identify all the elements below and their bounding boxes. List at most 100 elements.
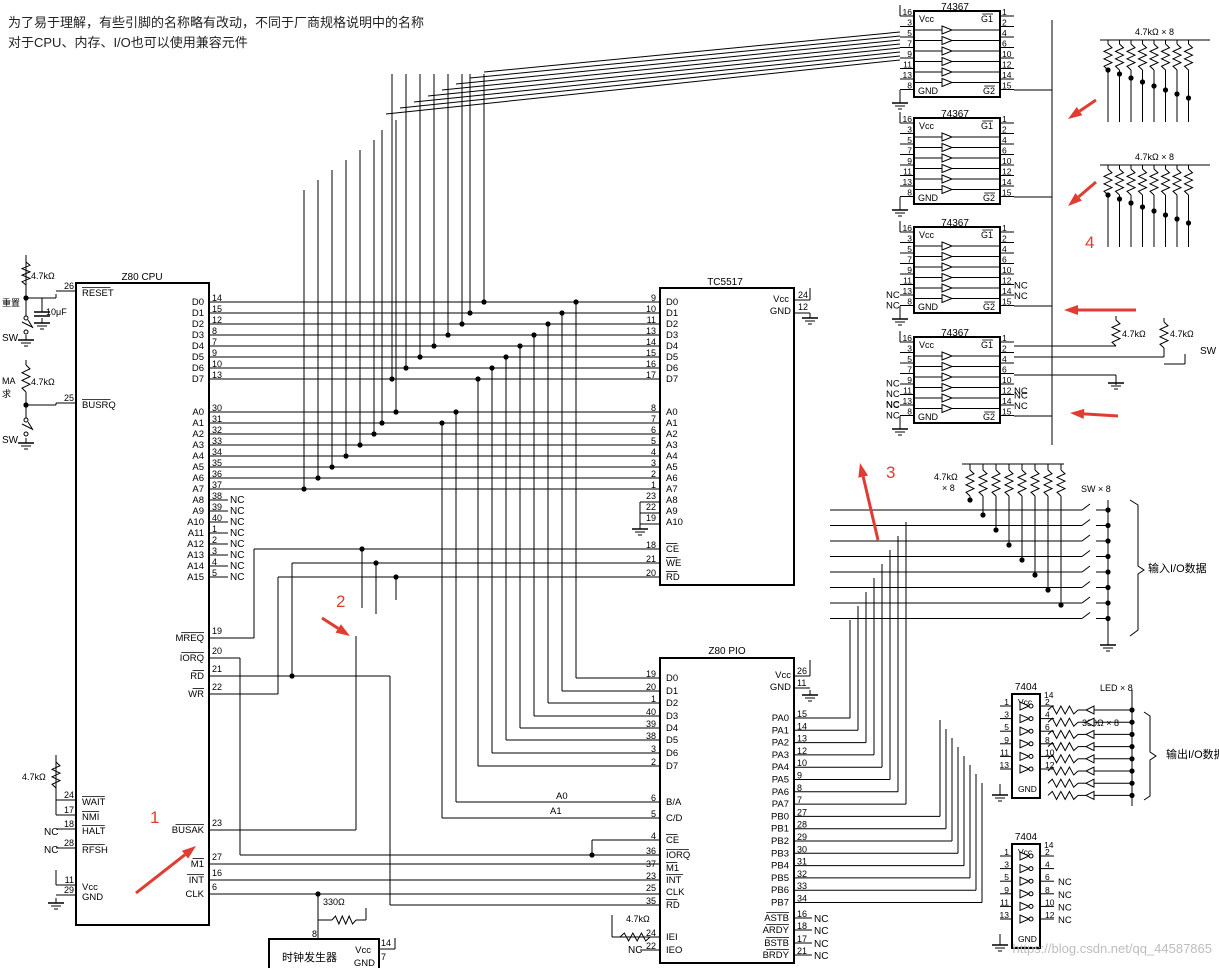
resistor (1114, 43, 1125, 71)
nc-label: NC (1058, 877, 1072, 888)
buffer-pin-number: 2 (1002, 18, 1007, 28)
buffer-pin-number: 3 (907, 125, 912, 135)
cpu-pin-gnd: GND (82, 892, 103, 903)
switch (23, 417, 29, 423)
resistor (1171, 43, 1183, 71)
pio-pin-number: 4 (651, 831, 656, 841)
ram-pin-label: A7 (666, 484, 678, 495)
inverter-pin-number: 9 (1004, 735, 1009, 745)
cpu-pin-number: 7 (212, 337, 217, 347)
nc-label: NC (230, 517, 244, 528)
cpu-pin-number: 33 (212, 436, 222, 446)
ram-pin-label: D0 (666, 297, 678, 308)
switch-label: SW (2, 333, 19, 344)
ram-pin-label: CE (666, 544, 679, 555)
cpu-pin-label: D1 (192, 308, 204, 319)
inverter-gnd: GND (1018, 934, 1037, 944)
bus-label-a1: A1 (550, 806, 562, 817)
ram-pin-number: 4 (651, 447, 656, 457)
inverter-bubble (1028, 716, 1034, 722)
pio-port-label: PA2 (772, 738, 789, 749)
cpu-pin-number: 5 (212, 568, 217, 578)
ram-pin-number: 23 (646, 491, 656, 501)
pio-port-label: PA4 (772, 762, 789, 773)
buffer-pin-number: 9 (907, 49, 912, 59)
junction-dot (1128, 200, 1134, 206)
ram-pin-label: A5 (666, 462, 678, 473)
ram-pin-label: A1 (666, 418, 678, 429)
junction-dot (1058, 602, 1064, 608)
buffer-pin-number: 4 (1002, 354, 1007, 364)
buffer-pin-number: 14 (1002, 70, 1012, 80)
buffer-pin-number: 5 (907, 244, 912, 254)
pio-port-label: PA3 (772, 750, 789, 761)
wire (1081, 534, 1091, 542)
reset-label: 重置 (2, 297, 20, 308)
cpu-pin-label: BUSAK (172, 825, 205, 836)
resistor (1158, 321, 1170, 349)
nc-label: NC (886, 411, 900, 422)
buffer-pin-number: 7 (907, 365, 912, 375)
pio-pin-number: 36 (646, 846, 656, 856)
cpu-pin-label: A7 (192, 484, 204, 495)
cpu-pin-number: 38 (212, 491, 222, 501)
inverter-pin-number: 2 (1045, 847, 1050, 857)
buffer-pin-number: 9 (907, 375, 912, 385)
wire (455, 39, 901, 85)
buffer-vcc: Vcc (919, 14, 935, 24)
buffer-pin-number: 12 (1002, 276, 1012, 286)
resistor-label: 4.7kΩ (1170, 329, 1194, 339)
watermark: https://blog.csdn.net/qq_44587865 (1013, 941, 1213, 956)
pio-pin-number: 9 (797, 771, 802, 781)
led-diode (1084, 766, 1095, 776)
inverter-pin-number: 6 (1045, 722, 1050, 732)
buffer-pin-number: 8 (907, 297, 912, 307)
inverter-pin-number: 14 (1044, 690, 1054, 700)
resistor (1183, 168, 1194, 196)
buffer-pin-number: 13 (903, 396, 913, 406)
wire (441, 43, 901, 91)
red-arrow-shaft (1077, 180, 1097, 199)
cpu-pin-number: 12 (212, 315, 222, 325)
cpu-pin-number: 8 (212, 326, 217, 336)
buffer-g2: G2 (983, 412, 995, 422)
inverter-bubble (1028, 728, 1034, 734)
led-diode (1084, 753, 1095, 764)
buffer-pin-number: 10 (1002, 49, 1012, 59)
pio-pin-number: 39 (646, 719, 656, 729)
nc-label: NC (1058, 902, 1072, 913)
pio-pin-number: 2 (651, 757, 656, 767)
nc-label: NC (1014, 291, 1028, 302)
pio-pin-label: INT (666, 875, 682, 886)
nc-label: NC (886, 400, 900, 411)
switch-label: SW × 8 (1081, 484, 1111, 494)
pio-port-label: PB2 (771, 836, 789, 847)
pio-port-label: BRDY (763, 950, 790, 961)
inverter-pin-number: 13 (1000, 760, 1010, 770)
buffer-pin-number: 3 (907, 18, 912, 28)
resistor (1148, 168, 1160, 196)
nc-label: NC (1058, 915, 1072, 926)
nc-label: NC (1014, 401, 1028, 412)
nc-label: NC (886, 301, 900, 312)
marker-label-1: 1 (150, 808, 159, 827)
pio-pin-label: IEO (666, 945, 682, 956)
led-diode (1084, 790, 1095, 801)
resistor (1016, 469, 1028, 497)
inverter-bubble (1028, 753, 1034, 759)
red-arrow-head (1068, 193, 1082, 206)
buffer-pin-number: 9 (907, 156, 912, 166)
resistor (1160, 168, 1171, 196)
inverter-bubble (1028, 916, 1034, 922)
dma-label: MA (2, 376, 16, 386)
ram-pin-label: D3 (666, 330, 678, 341)
cpu-pin-nmi: NMI (82, 812, 99, 823)
cpu-pin-label: D2 (192, 319, 204, 330)
pio-pin-number: 3 (651, 744, 656, 754)
buffer-pin-number: 15 (1002, 297, 1012, 307)
inverter-pin-number: 10 (1045, 747, 1055, 757)
cpu-pin-label: D4 (192, 341, 204, 352)
buffer-pin-number: 3 (907, 234, 912, 244)
pio-pin-number: 25 (646, 883, 656, 893)
resistor (1114, 168, 1125, 196)
